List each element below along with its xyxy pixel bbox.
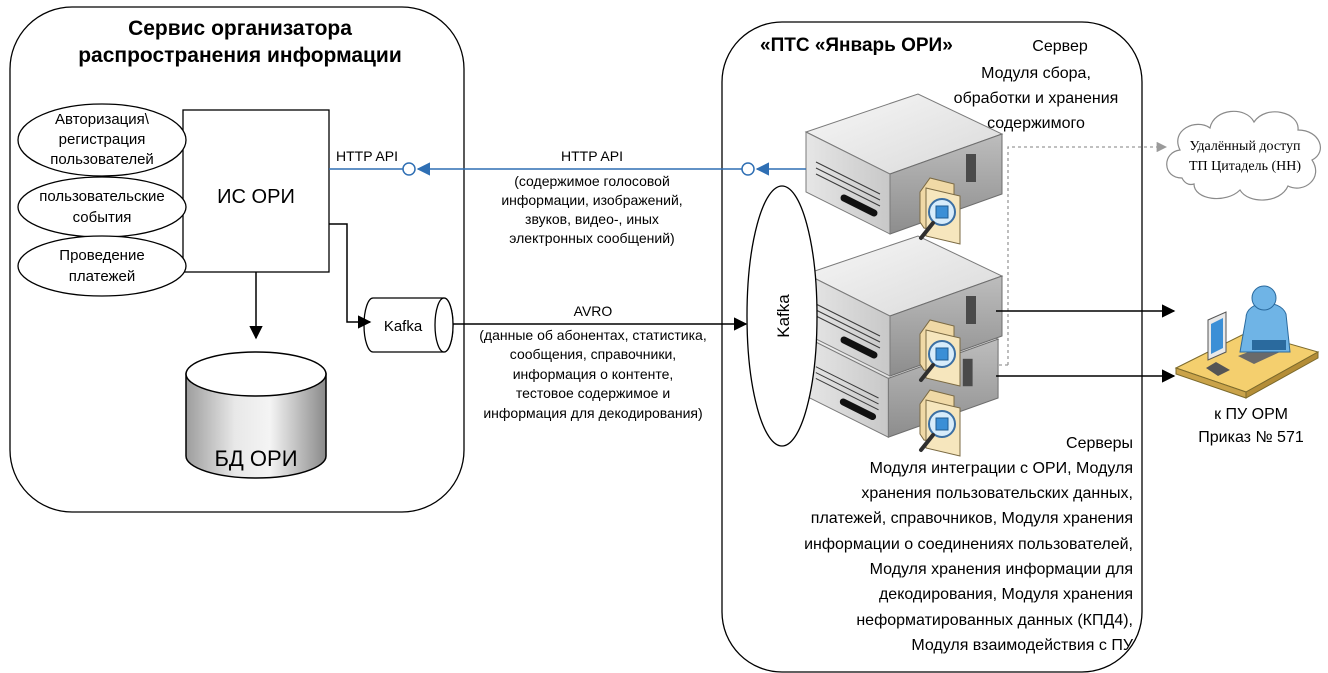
http-desc-1: (содержимое голосовой [514, 173, 670, 189]
http-port-left-icon [402, 162, 416, 176]
avro-label: AVRO [574, 303, 613, 319]
servers-label-4: платежей, справочников, Модуля хранения [811, 510, 1133, 527]
doc-magnifier-icon [918, 176, 962, 246]
operator-workstation-icon[interactable] [1174, 285, 1320, 399]
cloud-label-1: Удалённый доступ [1189, 139, 1301, 154]
server-label-2: Модуля сбора, [981, 65, 1091, 82]
arrow-is-to-kafka [329, 223, 372, 329]
servers-label-2: Модуля интеграции с ОРИ, Модуля [870, 460, 1133, 477]
pu-label-2: Приказ № 571 [1198, 429, 1304, 446]
kafka-queue-label: Kafka [384, 318, 423, 335]
is-ori-box[interactable] [182, 109, 330, 273]
db-ori-cylinder[interactable]: БД ОРИ [185, 351, 327, 479]
http-desc-4: электронных сообщений) [509, 230, 674, 246]
kafka-bus-label: Kafka [774, 294, 793, 338]
server-label-1: Сервер [1032, 38, 1088, 55]
http-api-center-label: HTTP API [561, 148, 623, 164]
http-desc-2: информации, изображений, [501, 192, 682, 208]
http-desc-3: звуков, видео-, иных [525, 211, 659, 227]
left-panel-title: Сервис организатора [128, 17, 352, 40]
pu-label-1: к ПУ ОРМ [1214, 406, 1288, 423]
kafka-bus[interactable]: Kafka [746, 185, 818, 447]
avro-desc-3: информация о контенте, [513, 366, 674, 382]
avro-desc-1: (данные об абонентах, статистика, [479, 327, 706, 343]
servers-label-5: информации о соединениях пользователей, [804, 536, 1133, 553]
avro-desc-5: информация для декодирования) [483, 405, 702, 421]
http-api-left-label: HTTP API [336, 148, 398, 164]
cloud-label-2: ТП Цитадель (НН) [1189, 159, 1301, 174]
oval-payments-line-1: Проведение [59, 247, 144, 264]
servers-label-8: неформатированных данных (КПД4), [856, 612, 1133, 629]
oval-events-line-2: события [73, 209, 132, 226]
oval-events-line-1: пользовательские [39, 188, 164, 205]
right-panel-title: «ПТС «Январь ОРИ» [760, 35, 953, 56]
oval-auth-line-1: Авторизация\ [55, 111, 150, 128]
doc-magnifier-icon [918, 388, 962, 458]
db-ori-label: БД ОРИ [214, 446, 297, 471]
remote-access-dashed-line [1007, 141, 1168, 365]
servers-label-6: Модуля хранения информации для [870, 561, 1133, 578]
servers-label-9: Модуля взаимодействия с ПУ [911, 637, 1134, 654]
servers-label-7: декодирования, Модуля хранения [879, 586, 1133, 603]
oval-auth-line-2: регистрация [59, 131, 146, 148]
http-port-right-icon [741, 162, 755, 176]
kafka-queue[interactable]: Kafka [363, 297, 454, 353]
oval-payments[interactable]: Проведение платежей [17, 235, 187, 297]
cloud-icon[interactable] [1166, 110, 1321, 201]
left-panel-title-2: распространения информации [78, 44, 402, 67]
avro-desc-4: тестовое содержимое и [516, 385, 670, 401]
server-label-3: обработки и хранения [954, 90, 1119, 107]
http-api-connection [329, 162, 806, 176]
is-ori-label: ИС ОРИ [217, 186, 295, 208]
avro-desc-2: сообщения, справочники, [510, 346, 676, 362]
oval-auth-line-3: пользователей [50, 151, 154, 168]
oval-auth[interactable]: Авторизация\ регистрация пользователей [17, 103, 187, 177]
server-label-4: содержимого [987, 115, 1085, 132]
oval-payments-line-2: платежей [69, 268, 136, 285]
doc-magnifier-icon [918, 318, 962, 388]
oval-events[interactable]: пользовательские события [17, 176, 187, 238]
servers-label-3: хранения пользовательских данных, [861, 485, 1133, 502]
servers-label-1: Серверы [1066, 435, 1133, 452]
